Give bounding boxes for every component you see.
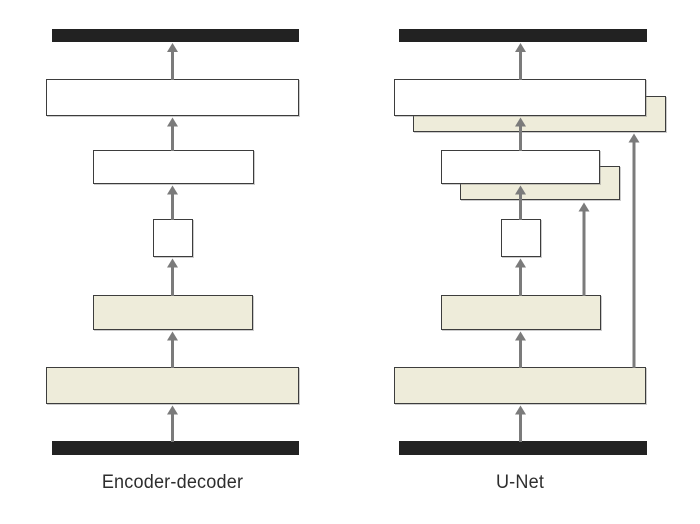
panel-caption-u-net: U-Net [495,472,545,493]
bottleneck-layer [501,219,541,257]
flow-arrow [515,405,526,442]
encoder-input-layer [46,367,299,404]
decoder-output-layer [46,79,299,116]
input-bar [52,441,299,455]
encoder-mid-layer [93,295,253,330]
output-bar [399,29,647,42]
bottleneck-layer [153,219,193,257]
decoder-mid-layer [93,150,254,184]
encoder-mid-layer [441,295,601,330]
flow-arrow [515,258,526,296]
flow-arrow [515,43,526,80]
output-bar [52,29,299,42]
decoder-mid-layer [441,150,600,184]
encoder-input-layer [394,367,646,404]
skip-connection-arrow-inner [578,202,590,296]
input-bar [399,441,647,455]
flow-arrow [515,331,526,368]
skip-connection-arrow-outer [628,133,640,368]
panel-caption-encoder-decoder: Encoder-decoder [101,472,244,493]
decoder-output-layer [394,79,646,116]
